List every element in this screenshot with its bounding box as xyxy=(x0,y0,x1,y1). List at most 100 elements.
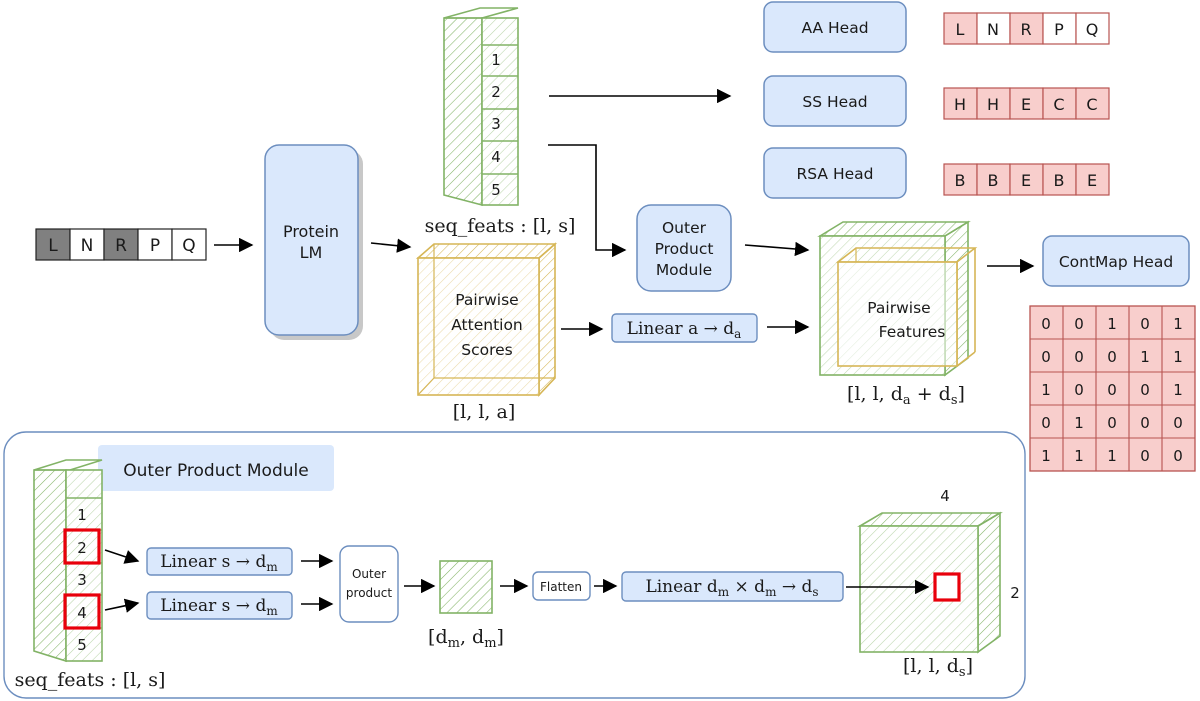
rsa-head-label: RSA Head xyxy=(797,165,874,183)
contmap-cell: 0 xyxy=(1107,381,1117,399)
arrow-seqfeats-to-outer xyxy=(548,144,627,258)
linear-dm-label: Linear dm × dm → ds xyxy=(645,577,818,599)
detail-stack-label-1: 1 xyxy=(77,506,87,524)
detail-stack-label-4: 4 xyxy=(77,604,87,622)
detail-title: Outer Product Module xyxy=(123,461,308,481)
outer-product-label-3: Module xyxy=(656,261,712,279)
input-sequence: L N R P Q xyxy=(35,228,207,261)
detail-title-box xyxy=(98,445,334,491)
arrow-row4-to-linear xyxy=(104,598,140,613)
contmap-cell: 0 xyxy=(1140,381,1150,399)
input-cell-2 xyxy=(69,228,105,261)
contmap-cell: 0 xyxy=(1140,447,1150,465)
contmap-cell: 1 xyxy=(1107,315,1117,333)
pairwise-attention-label-3: Scores xyxy=(461,341,513,359)
seq-feats-label: seq_feats : [l, s] xyxy=(425,215,576,237)
seq-stack-label-4: 4 xyxy=(491,148,501,166)
contmap-cell: 1 xyxy=(1074,414,1084,432)
flatten-op: Flatten xyxy=(532,571,591,601)
aa-value-3: R xyxy=(1020,20,1031,39)
seq-feats-stack: 1 2 3 4 5 xyxy=(443,7,519,207)
outer-product-label-2: Product xyxy=(655,240,714,258)
arrow-lm-to-seqfeats xyxy=(370,238,412,253)
outer-product-label-1: Outer xyxy=(662,219,707,237)
linear-s-label-1: Linear s → dm xyxy=(160,552,278,574)
rsa-value-1: B xyxy=(955,171,966,190)
pairwise-attention-label-2: Attention xyxy=(451,316,523,334)
contmap-head-label: ContMap Head xyxy=(1059,253,1173,271)
ss-output-row: H H E C C xyxy=(943,87,1110,120)
aa-output-row: L N R P Q xyxy=(943,12,1110,45)
contmap-cell: 0 xyxy=(1140,315,1150,333)
contmap-cell: 0 xyxy=(1173,414,1183,432)
contmap-cell: 0 xyxy=(1041,414,1051,432)
contmap-cell: 0 xyxy=(1107,348,1117,366)
aa-value-5: Q xyxy=(1086,20,1099,39)
arrow-row2-to-linear xyxy=(104,549,140,564)
detail-seq-stack: 1 2 3 4 5 xyxy=(33,459,103,663)
aa-value-4: P xyxy=(1054,20,1064,39)
pairwise-features-shape: [l, l, da + ds] xyxy=(847,383,965,408)
rsa-value-4: B xyxy=(1054,171,1065,190)
contmap-cell: 1 xyxy=(1107,447,1117,465)
aa-value-2: N xyxy=(987,20,999,39)
contmap-cell: 0 xyxy=(1107,414,1117,432)
pairwise-features-label-2: Features xyxy=(879,323,946,341)
contmap-head: ContMap Head xyxy=(1042,235,1190,287)
cube-top-label: 4 xyxy=(940,487,950,505)
ss-value-5: C xyxy=(1086,95,1097,114)
detail-stack-label-3: 3 xyxy=(77,571,87,589)
ss-value-2: H xyxy=(987,95,999,114)
linear-a-label: Linear a → da xyxy=(627,319,742,341)
detail-stack-label-2: 2 xyxy=(77,539,87,557)
outer-product-detail-panel: Outer Product Module 1 2 3 4 5 seq_feats… xyxy=(3,431,1026,699)
aa-head-label: AA Head xyxy=(801,19,868,37)
outer-product-module-block: Outer Product Module xyxy=(636,204,732,292)
cube-shape: [l, l, ds] xyxy=(903,655,973,680)
rsa-value-2: B xyxy=(988,171,999,190)
outer-product-op-label-2: product xyxy=(346,586,392,600)
input-token-3: R xyxy=(115,236,127,256)
outer-product-op: Outer product xyxy=(339,545,399,623)
input-cell-3 xyxy=(103,228,139,261)
protein-lm-label-2: LM xyxy=(300,243,323,262)
rsa-output-row: B B E B E xyxy=(943,163,1110,196)
linear-s-block-2: Linear s → dm xyxy=(146,591,293,620)
contact-map-matrix: 0 0 1 0 1 0 0 0 1 1 1 0 0 0 1 0 1 0 0 0 … xyxy=(1029,305,1196,472)
linear-dm-block: Linear dm × dm → ds xyxy=(621,571,844,602)
cube-right-label: 2 xyxy=(1010,584,1020,602)
input-token-1: L xyxy=(48,236,58,256)
input-cell-5 xyxy=(171,228,207,261)
linear-a-block: Linear a → da xyxy=(611,313,758,343)
contmap-cell: 1 xyxy=(1041,381,1051,399)
contmap-cell: 0 xyxy=(1074,381,1084,399)
pairwise-features-cube: Pairwise Features xyxy=(817,220,978,377)
rsa-head: RSA Head xyxy=(763,147,907,199)
pairwise-attention-cube: Pairwise Attention Scores xyxy=(415,242,558,398)
dm-square-shape: [dm, dm] xyxy=(428,626,504,651)
contmap-cell: 0 xyxy=(1074,315,1084,333)
rsa-value-3: E xyxy=(1021,171,1031,190)
outer-product-op-label-1: Outer xyxy=(352,567,386,581)
pairwise-features-label-1: Pairwise xyxy=(867,299,930,317)
ss-head-label: SS Head xyxy=(802,93,867,111)
pairwise-attention-shape: [l, l, a] xyxy=(453,401,515,423)
flatten-label: Flatten xyxy=(540,580,582,594)
seq-stack-label-1: 1 xyxy=(491,51,501,69)
contmap-cell: 1 xyxy=(1074,447,1084,465)
detail-stack-label-5: 5 xyxy=(77,636,87,654)
contmap-cell: 1 xyxy=(1041,447,1051,465)
protein-lm-box xyxy=(264,144,359,336)
input-token-5: Q xyxy=(182,236,195,256)
contmap-cell: 0 xyxy=(1074,348,1084,366)
input-cell-1 xyxy=(35,228,71,261)
protein-lm-label-1: Protein xyxy=(283,222,339,241)
arrow-outer-to-features xyxy=(744,241,810,257)
contmap-cell: 1 xyxy=(1140,348,1150,366)
ss-value-4: C xyxy=(1053,95,1064,114)
contmap-cell: 1 xyxy=(1173,381,1183,399)
rsa-value-5: E xyxy=(1087,171,1097,190)
detail-output-cube xyxy=(857,511,1003,654)
input-token-4: P xyxy=(150,236,160,256)
